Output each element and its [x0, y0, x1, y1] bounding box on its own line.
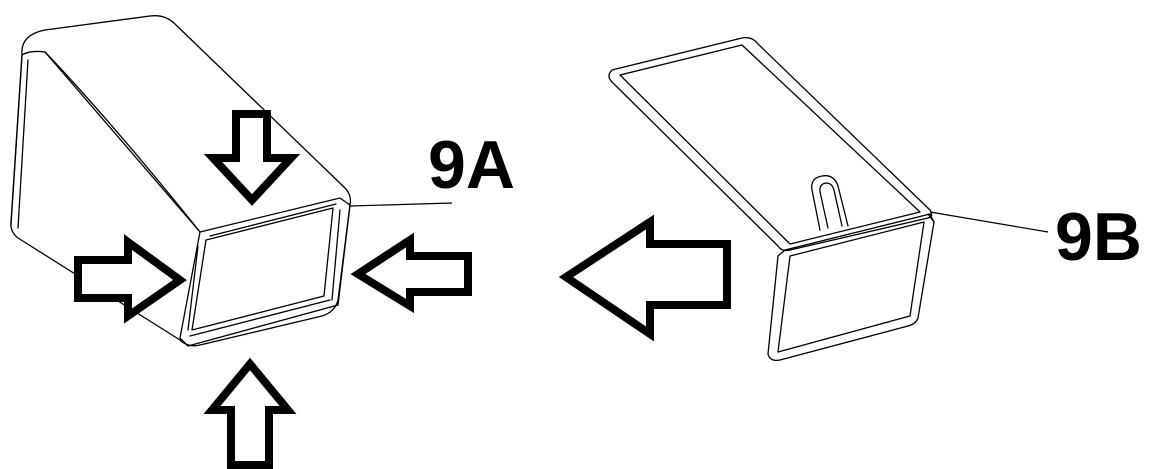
label-9b: 9B [1055, 199, 1142, 275]
bracket-top-panel [608, 36, 933, 252]
leader-line-9a [349, 202, 453, 207]
arrow-down-icon [203, 110, 301, 206]
arrow-right-icon [74, 234, 187, 324]
bracket-front-panel [767, 213, 935, 362]
label-9a: 9A [428, 127, 515, 203]
arrow-left-large-icon [558, 214, 731, 342]
hood-back-edge [10, 54, 23, 226]
arrow-left-icon [350, 232, 472, 314]
leader-line-9b [929, 211, 1049, 233]
hood-outline [10, 15, 352, 347]
part-9b-bracket [608, 36, 935, 362]
hood-front-frame [179, 197, 351, 347]
bracket-slot [811, 175, 849, 231]
arrow-up-icon [203, 357, 297, 469]
part-9a-hood [10, 15, 352, 347]
